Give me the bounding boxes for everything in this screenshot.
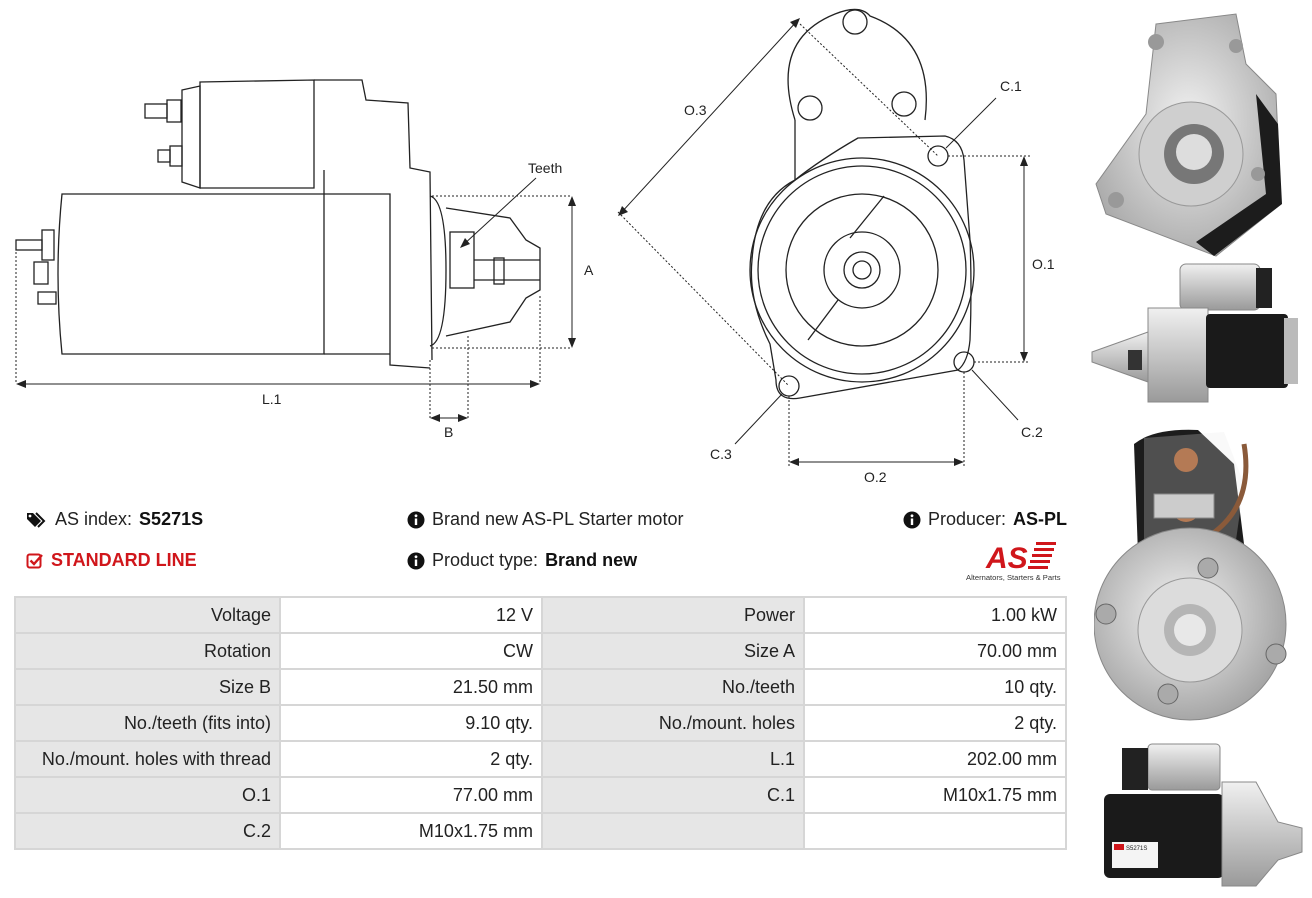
table-row: No./mount. holes with thread 2 qty. L.1 …	[16, 742, 1065, 776]
product-description: Brand new AS-PL Starter motor	[407, 509, 683, 530]
description-text: Brand new AS-PL Starter motor	[432, 509, 684, 529]
spec-key	[542, 814, 803, 848]
table-row: Size B 21.50 mm No./teeth 10 qty.	[16, 670, 1065, 704]
spec-key: No./mount. holes	[542, 706, 803, 740]
spec-table: Voltage 12 V Power 1.00 kW Rotation CW S…	[14, 596, 1067, 850]
spec-key: No./mount. holes with thread	[16, 742, 279, 776]
spec-key: Voltage	[16, 598, 279, 632]
spec-value: CW	[281, 634, 541, 668]
producer-label: Producer:	[927, 509, 1006, 529]
product-photo-label-side[interactable]: S5271S	[1092, 742, 1306, 890]
as-index-value: S5271S	[139, 509, 204, 529]
dimension-c1-label: C.1	[1000, 78, 1022, 94]
info-icon	[407, 552, 425, 569]
spec-key: O.1	[16, 778, 279, 812]
product-photo-rear[interactable]	[1094, 424, 1306, 730]
photo-label-text: S5271S	[1126, 846, 1147, 852]
dimension-o2-label: O.2	[864, 469, 887, 485]
spec-value: 202.00 mm	[805, 742, 1065, 776]
check-square-icon	[26, 553, 43, 568]
spec-key: Size B	[16, 670, 279, 704]
dimension-o3-label: O.3	[684, 102, 707, 118]
product-type-label: Product type:	[432, 550, 539, 570]
info-icon	[407, 511, 425, 528]
as-index-label: AS index:	[55, 509, 133, 529]
spec-key: Rotation	[16, 634, 279, 668]
spec-value	[805, 814, 1065, 848]
dimension-c2-label: C.2	[1021, 424, 1043, 440]
spec-value: 2 qty.	[805, 706, 1065, 740]
info-icon	[903, 511, 921, 528]
table-row: No./teeth (fits into) 9.10 qty. No./moun…	[16, 706, 1065, 740]
spec-value: 1.00 kW	[805, 598, 1065, 632]
spec-key: C.2	[16, 814, 279, 848]
standard-line-text: STANDARD LINE	[51, 550, 197, 570]
dimension-b-label: B	[444, 424, 453, 440]
product-photo-front[interactable]	[1086, 4, 1308, 260]
teeth-label: Teeth	[528, 160, 562, 176]
dimension-l1-label: L.1	[262, 391, 282, 407]
spec-key: No./teeth	[542, 670, 803, 704]
spec-value: 70.00 mm	[805, 634, 1065, 668]
logo-mark: AS	[985, 542, 1028, 575]
spec-key: No./teeth (fits into)	[16, 706, 279, 740]
spec-key: Power	[542, 598, 803, 632]
dimension-o1-label: O.1	[1032, 256, 1055, 272]
spec-value: 12 V	[281, 598, 541, 632]
standard-line: STANDARD LINE	[26, 550, 197, 571]
product-type-value: Brand new	[545, 550, 638, 570]
side-view-drawing: Teeth A L.1 B	[15, 79, 594, 440]
tags-icon	[27, 511, 46, 528]
spec-value: M10x1.75 mm	[281, 814, 541, 848]
producer-value: AS-PL	[1013, 509, 1067, 529]
spec-value: 21.50 mm	[281, 670, 541, 704]
product-type: Product type: Brand new	[407, 550, 637, 571]
as-index: AS index: S5271S	[26, 509, 203, 530]
spec-key: C.1	[542, 778, 803, 812]
product-photo-side[interactable]	[1088, 262, 1306, 412]
front-view-drawing: O.3 C.1 O.1 C.2 C.3 O.2	[617, 8, 1055, 485]
spec-key: Size A	[542, 634, 803, 668]
spec-value: M10x1.75 mm	[805, 778, 1065, 812]
table-row: C.2 M10x1.75 mm	[16, 814, 1065, 848]
as-pl-logo[interactable]: AS Alternators, Starters & Parts	[964, 538, 1068, 584]
dimension-c3-label: C.3	[710, 446, 732, 462]
spec-value: 10 qty.	[805, 670, 1065, 704]
dimension-a-label: A	[584, 262, 594, 278]
table-row: Rotation CW Size A 70.00 mm	[16, 634, 1065, 668]
producer: Producer: AS-PL	[903, 509, 1067, 530]
logo-tagline: Alternators, Starters & Parts	[966, 573, 1061, 582]
table-row: Voltage 12 V Power 1.00 kW	[16, 598, 1065, 632]
spec-key: L.1	[542, 742, 803, 776]
table-row: O.1 77.00 mm C.1 M10x1.75 mm	[16, 778, 1065, 812]
spec-value: 9.10 qty.	[281, 706, 541, 740]
spec-value: 77.00 mm	[281, 778, 541, 812]
spec-value: 2 qty.	[281, 742, 541, 776]
